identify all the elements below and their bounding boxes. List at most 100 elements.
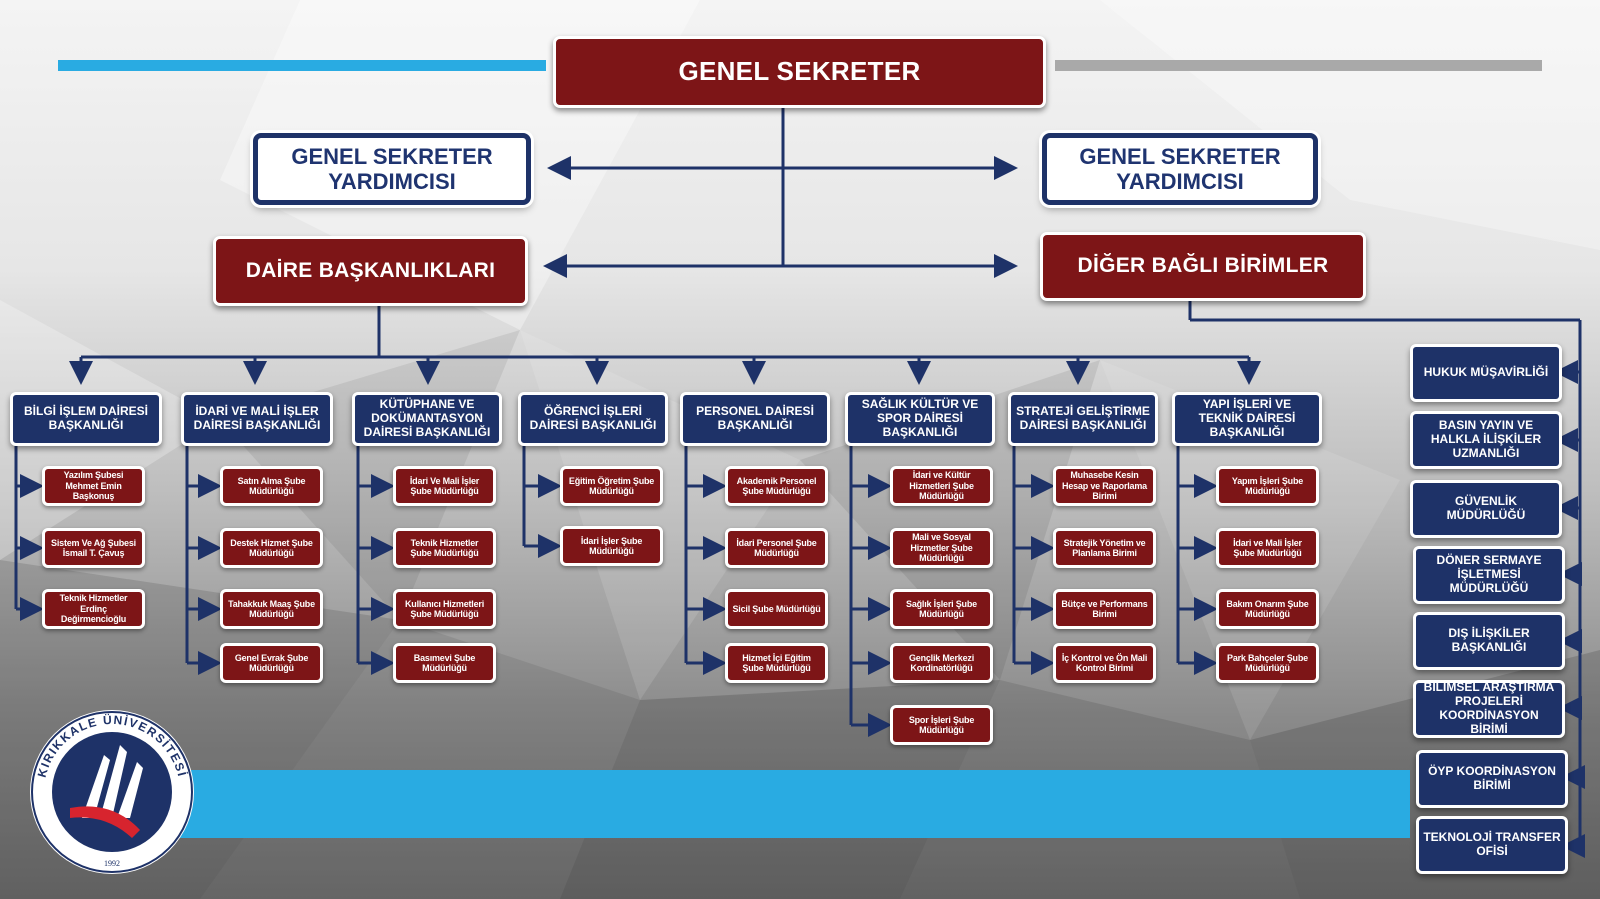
sub-unit-box[interactable]: İdari ve Kültür Hizmetleri Şube Müdürlüğ… (890, 466, 993, 506)
sub-unit-box[interactable]: Sistem Ve Ağ Şubesi İsmail T. Çavuş (42, 528, 145, 568)
sub-unit-box[interactable]: Bakım Onarım Şube Müdürlüğü (1216, 589, 1319, 629)
sub-unit-label: İdari ve Mali İşler Şube Müdürlüğü (1233, 537, 1302, 558)
sub-unit-label: Stratejik Yönetim ve Planlama Birimi (1063, 537, 1146, 558)
sub-unit-box[interactable]: Stratejik Yönetim ve Planlama Birimi (1053, 528, 1156, 568)
sub-unit-label: Basımevi Şube Müdürlüğü (413, 652, 476, 673)
sub-unit-label: İdari Ve Mali İşler Şube Müdürlüğü (409, 475, 480, 496)
logo-year: 1992 (104, 859, 120, 868)
sub-unit-label: Gençlik Merkezi Kordinatörlüğü (908, 652, 975, 673)
sub-unit-label: Tahakkuk Maaş Şube Müdürlüğü (228, 598, 315, 619)
sub-unit-box[interactable]: Spor İşleri Şube Müdürlüğü (890, 705, 993, 745)
department-box[interactable]: PERSONEL DAİRESİ BAŞKANLIĞI (680, 392, 830, 446)
deputy-label-right: GENEL SEKRETER YARDIMCISI (1079, 143, 1281, 194)
other-unit-label: TEKNOLOJİ TRANSFER OFİSİ (1423, 830, 1561, 858)
other-unit-box[interactable]: BASIN YAYIN VE HALKLA İLİŞKİLER UZMANLIĞ… (1410, 411, 1562, 469)
departments-group-label: DAİRE BAŞKANLIKLARI (245, 258, 496, 282)
sub-unit-box[interactable]: Mali ve Sosyal Hizmetler Şube Müdürlüğü (890, 528, 993, 568)
secretary-general-box[interactable]: GENEL SEKRETER (553, 36, 1046, 108)
sub-unit-label: Satın Alma Şube Müdürlüğü (237, 475, 306, 496)
sub-unit-box[interactable]: Eğitim Öğretim Şube Müdürlüğü (560, 466, 663, 506)
department-title: BİLGİ İŞLEM DAİRESİ BAŞKANLIĞI (23, 404, 148, 432)
department-title: STRATEJİ GELİŞTİRME DAİRESİ BAŞKANLIĞI (1016, 404, 1150, 432)
sub-unit-label: Eğitim Öğretim Şube Müdürlüğü (568, 475, 655, 496)
other-unit-box[interactable]: DÖNER SERMAYE İŞLETMESİ MÜDÜRLÜĞÜ (1413, 546, 1565, 604)
sub-unit-label: Sicil Şube Müdürlüğü (732, 603, 821, 614)
sub-unit-label: Mali ve Sosyal Hizmetler Şube Müdürlüğü (910, 532, 973, 564)
department-box[interactable]: İDARİ VE MALİ İŞLER DAİRESİ BAŞKANLIĞI (181, 392, 333, 446)
sub-unit-box[interactable]: Akademik Personel Şube Müdürlüğü (725, 466, 828, 506)
other-unit-box[interactable]: TEKNOLOJİ TRANSFER OFİSİ (1416, 816, 1568, 874)
other-units-group-label: DİĞER BAĞLI BİRİMLER (1077, 254, 1329, 278)
other-unit-label: BİLİMSEL ARAŞTIRMA PROJELERİ KOORDİNASYO… (1423, 680, 1555, 736)
other-units-group-box[interactable]: DİĞER BAĞLI BİRİMLER (1040, 232, 1366, 301)
sub-unit-box[interactable]: Sağlık İşleri Şube Müdürlüğü (890, 589, 993, 629)
sub-unit-box[interactable]: Bütçe ve Performans Birimi (1053, 589, 1156, 629)
sub-unit-box[interactable]: Kullanıcı Hizmetleri Şube Müdürlüğü (393, 589, 496, 629)
sub-unit-box[interactable]: Teknik Hizmetler Erdinç Değirmencioğlu (42, 589, 145, 629)
department-title: PERSONEL DAİRESİ BAŞKANLIĞI (696, 404, 814, 432)
sub-unit-box[interactable]: İç Kontrol ve Ön Mali Kontrol Birimi (1053, 643, 1156, 683)
sub-unit-label: Teknik Hizmetler Şube Müdürlüğü (410, 537, 479, 558)
sub-unit-label: Sistem Ve Ağ Şubesi İsmail T. Çavuş (51, 537, 136, 558)
department-box[interactable]: STRATEJİ GELİŞTİRME DAİRESİ BAŞKANLIĞI (1008, 392, 1158, 446)
other-unit-box[interactable]: GÜVENLİK MÜDÜRLÜĞÜ (1410, 480, 1562, 538)
sub-unit-label: Bütçe ve Performans Birimi (1061, 598, 1148, 619)
sub-unit-box[interactable]: Hizmet İçi Eğitim Şube Müdürlüğü (725, 643, 828, 683)
sub-unit-box[interactable]: İdari Ve Mali İşler Şube Müdürlüğü (393, 466, 496, 506)
department-title: KÜTÜPHANE VE DOKÜMANTASYON DAİRESİ BAŞKA… (363, 397, 491, 439)
sub-unit-label: İdari ve Kültür Hizmetleri Şube Müdürlüğ… (909, 470, 974, 502)
other-unit-box[interactable]: HUKUK MÜŞAVİRLİĞİ (1410, 344, 1562, 402)
sub-unit-label: Park Bahçeler Şube Müdürlüğü (1227, 652, 1308, 673)
departments-group-box[interactable]: DAİRE BAŞKANLIKLARI (213, 236, 528, 306)
department-title: İDARİ VE MALİ İŞLER DAİRESİ BAŞKANLIĞI (193, 404, 321, 432)
secretary-general-title: GENEL SEKRETER (678, 56, 921, 87)
department-box[interactable]: KÜTÜPHANE VE DOKÜMANTASYON DAİRESİ BAŞKA… (352, 392, 502, 446)
department-title: SAĞLIK KÜLTÜR VE SPOR DAİRESİ BAŞKANLIĞI (861, 397, 979, 439)
sub-unit-box[interactable]: Satın Alma Şube Müdürlüğü (220, 466, 323, 506)
deputy-label-left: GENEL SEKRETER YARDIMCISI (291, 143, 493, 194)
sub-unit-label: Bakım Onarım Şube Müdürlüğü (1226, 598, 1309, 619)
sub-unit-box[interactable]: Muhasebe Kesin Hesap ve Raporlama Birimi (1053, 466, 1156, 506)
sub-unit-box[interactable]: İdari Personel Şube Müdürlüğü (725, 528, 828, 568)
sub-unit-box[interactable]: Yazılım Şubesi Mehmet Emin Başkonuş (42, 466, 145, 506)
other-unit-label: GÜVENLİK MÜDÜRLÜĞÜ (1446, 494, 1526, 522)
sub-unit-label: Yazılım Şubesi Mehmet Emin Başkonuş (63, 470, 124, 502)
sub-unit-box[interactable]: Teknik Hizmetler Şube Müdürlüğü (393, 528, 496, 568)
other-unit-label: DIŞ İLİŞKİLER BAŞKANLIĞI (1448, 626, 1530, 654)
other-unit-label: ÖYP KOORDİNASYON BİRİMİ (1428, 764, 1556, 792)
sub-unit-label: Destek Hizmet Şube Müdürlüğü (230, 537, 313, 558)
deputy-box-left[interactable]: GENEL SEKRETER YARDIMCISI (253, 133, 531, 205)
department-box[interactable]: YAPI İŞLERİ VE TEKNİK DAİRESİ BAŞKANLIĞI (1172, 392, 1322, 446)
sub-unit-box[interactable]: Genel Evrak Şube Müdürlüğü (220, 643, 323, 683)
sub-unit-box[interactable]: Gençlik Merkezi Kordinatörlüğü (890, 643, 993, 683)
department-box[interactable]: BİLGİ İŞLEM DAİRESİ BAŞKANLIĞI (10, 392, 162, 446)
sub-unit-box[interactable]: İdari İşler Şube Müdürlüğü (560, 526, 663, 566)
sub-unit-box[interactable]: Park Bahçeler Şube Müdürlüğü (1216, 643, 1319, 683)
department-box[interactable]: SAĞLIK KÜLTÜR VE SPOR DAİRESİ BAŞKANLIĞI (845, 392, 995, 446)
university-logo: KIRIKKALE ÜNİVERSİTESİ 1992 (30, 710, 194, 874)
sub-unit-box[interactable]: İdari ve Mali İşler Şube Müdürlüğü (1216, 528, 1319, 568)
department-title: YAPI İŞLERİ VE TEKNİK DAİRESİ BAŞKANLIĞI (1198, 397, 1296, 439)
sub-unit-label: Genel Evrak Şube Müdürlüğü (234, 652, 309, 673)
other-unit-label: DÖNER SERMAYE İŞLETMESİ MÜDÜRLÜĞÜ (1436, 553, 1542, 595)
sub-unit-label: İdari İşler Şube Müdürlüğü (580, 535, 643, 556)
sub-unit-label: İdari Personel Şube Müdürlüğü (736, 537, 817, 558)
sub-unit-box[interactable]: Basımevi Şube Müdürlüğü (393, 643, 496, 683)
sub-unit-box[interactable]: Destek Hizmet Şube Müdürlüğü (220, 528, 323, 568)
other-unit-label: BASIN YAYIN VE HALKLA İLİŞKİLER UZMANLIĞ… (1430, 418, 1542, 460)
deputy-box-right[interactable]: GENEL SEKRETER YARDIMCISI (1042, 133, 1318, 205)
sub-unit-label: Kullanıcı Hizmetleri Şube Müdürlüğü (404, 598, 485, 619)
sub-unit-box[interactable]: Yapım İşleri Şube Müdürlüğü (1216, 466, 1319, 506)
sub-unit-box[interactable]: Tahakkuk Maaş Şube Müdürlüğü (220, 589, 323, 629)
other-unit-box[interactable]: BİLİMSEL ARAŞTIRMA PROJELERİ KOORDİNASYO… (1413, 680, 1565, 738)
other-unit-box[interactable]: DIŞ İLİŞKİLER BAŞKANLIĞI (1413, 612, 1565, 670)
sub-unit-label: Akademik Personel Şube Müdürlüğü (736, 475, 817, 496)
sub-unit-box[interactable]: Sicil Şube Müdürlüğü (725, 589, 828, 629)
other-unit-label: HUKUK MÜŞAVİRLİĞİ (1423, 365, 1549, 380)
sub-unit-label: İç Kontrol ve Ön Mali Kontrol Birimi (1061, 652, 1148, 673)
sub-unit-label: Muhasebe Kesin Hesap ve Raporlama Birimi (1062, 470, 1147, 502)
other-unit-box[interactable]: ÖYP KOORDİNASYON BİRİMİ (1416, 750, 1568, 808)
accent-bar-right (1055, 60, 1542, 71)
department-box[interactable]: ÖĞRENCİ İŞLERİ DAİRESİ BAŞKANLIĞI (518, 392, 668, 446)
